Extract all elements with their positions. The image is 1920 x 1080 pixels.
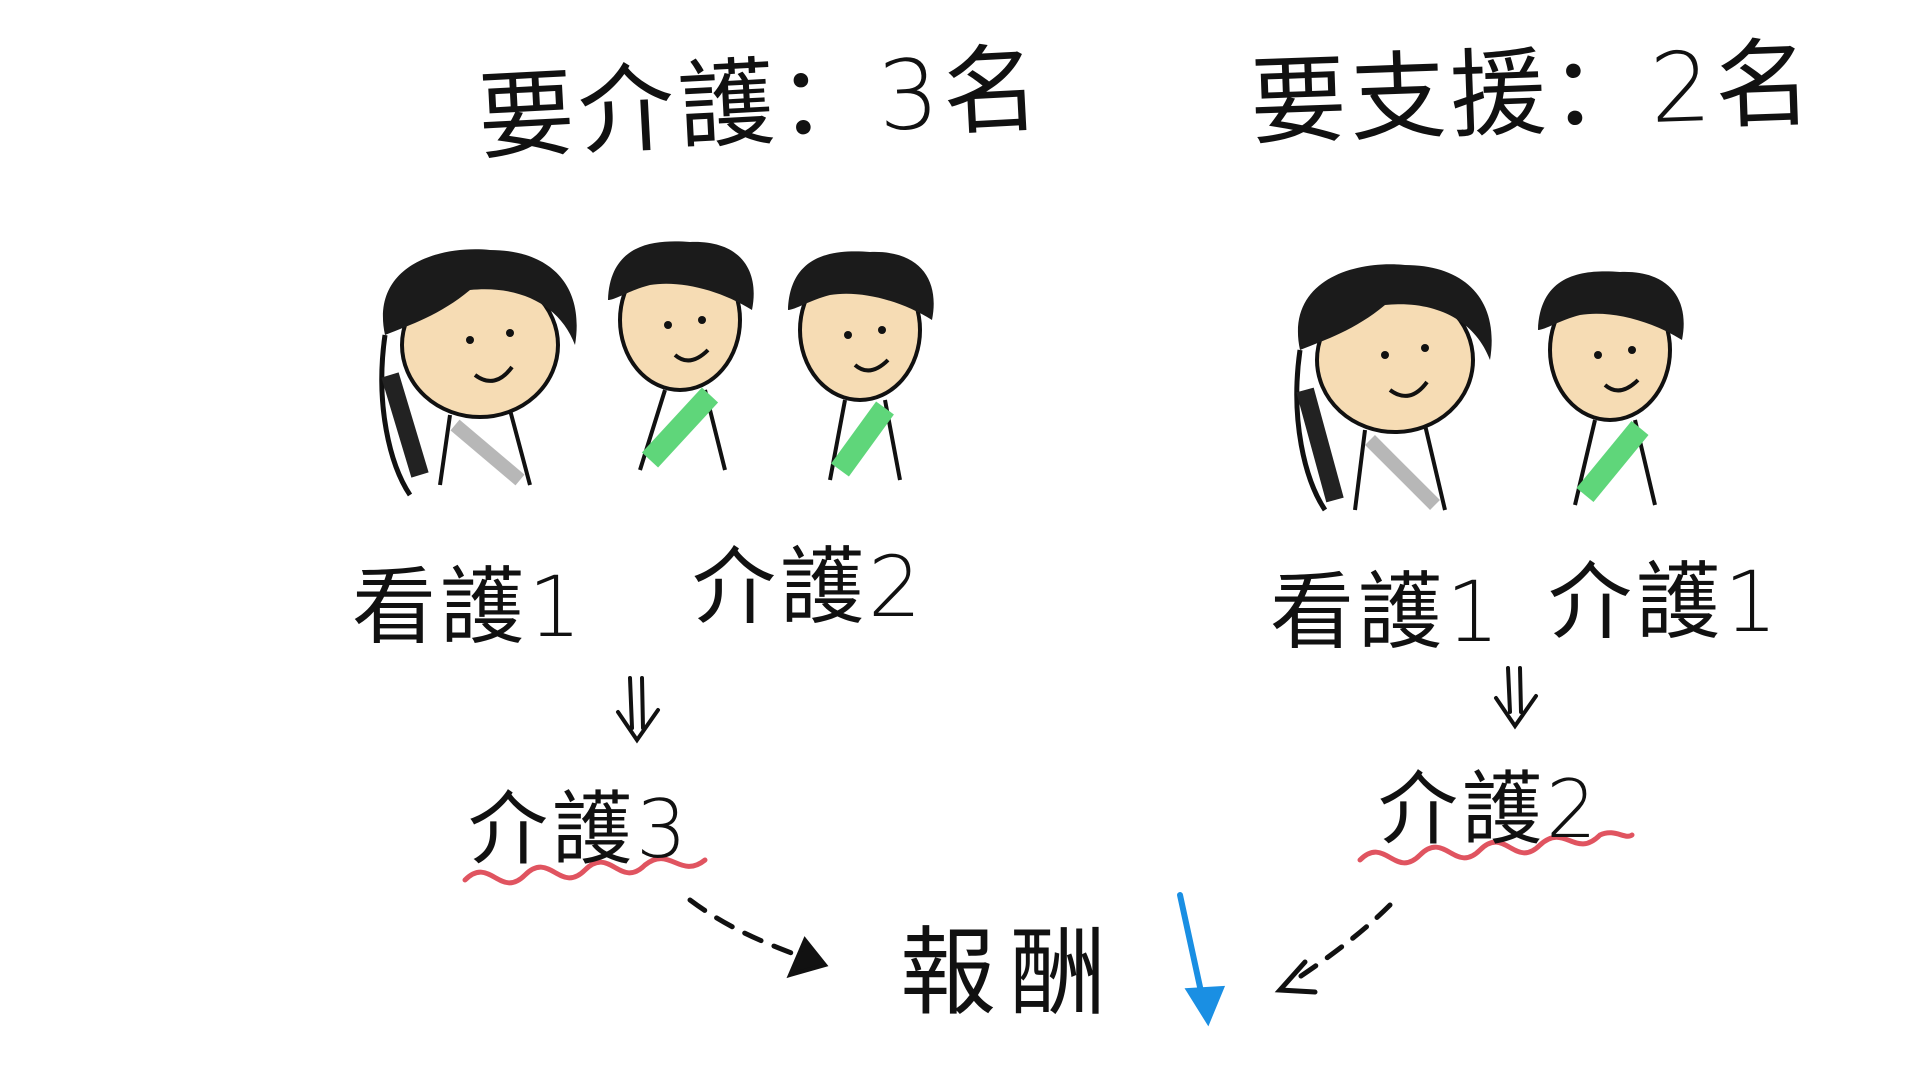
person-caregiver-icon bbox=[608, 241, 754, 471]
person-nurse-icon bbox=[1294, 264, 1492, 512]
right-label-nurse: 看護1 bbox=[1270, 563, 1504, 661]
right-result: 介護2 bbox=[1378, 763, 1601, 856]
dashed-arrow-icon bbox=[687, 897, 829, 979]
underline-wave bbox=[462, 856, 708, 886]
center-label: 報酬 bbox=[900, 917, 1120, 1029]
down-arrow-icon bbox=[616, 676, 660, 744]
person-nurse-icon bbox=[379, 249, 577, 497]
right-group-title: 要支援：2名 bbox=[1248, 27, 1817, 159]
decrease-arrow-icon bbox=[1177, 892, 1226, 1027]
person-caregiver-icon bbox=[788, 251, 934, 481]
person-caregiver-icon bbox=[1538, 271, 1684, 506]
left-label-nurse: 看護1 bbox=[352, 558, 586, 656]
left-group-title: 要介護：3名 bbox=[475, 32, 1046, 174]
left-label-care: 介護2 bbox=[692, 538, 926, 636]
right-label-care: 介護1 bbox=[1548, 553, 1782, 651]
down-arrow-icon bbox=[1494, 666, 1538, 730]
underline-wave bbox=[1357, 830, 1635, 866]
dashed-arrow-icon bbox=[1274, 902, 1393, 995]
left-result: 介護3 bbox=[468, 783, 691, 876]
